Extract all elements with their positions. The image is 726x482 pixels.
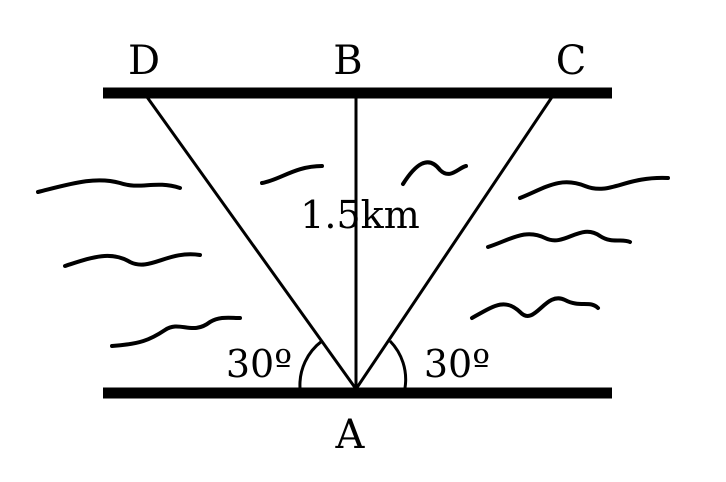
water-wave (260, 164, 324, 185)
distance-label: 1.5km (300, 193, 420, 237)
angle-label-left: 30º (226, 342, 292, 386)
angle-arc-right (388, 339, 408, 389)
water-wave (36, 178, 182, 194)
point-label-d: D (128, 38, 160, 84)
line-a-to-c (354, 96, 554, 390)
point-label-a: A (335, 412, 366, 458)
water-wave (401, 160, 468, 186)
water-wave (518, 175, 670, 200)
point-label-c: C (556, 38, 587, 84)
water-wave (486, 229, 632, 249)
water-wave (110, 315, 242, 348)
angle-arc-left (298, 339, 323, 389)
point-label-b: B (333, 38, 362, 84)
water-wave (63, 252, 202, 268)
angle-label-right: 30º (424, 342, 490, 386)
water-wave (470, 296, 600, 320)
